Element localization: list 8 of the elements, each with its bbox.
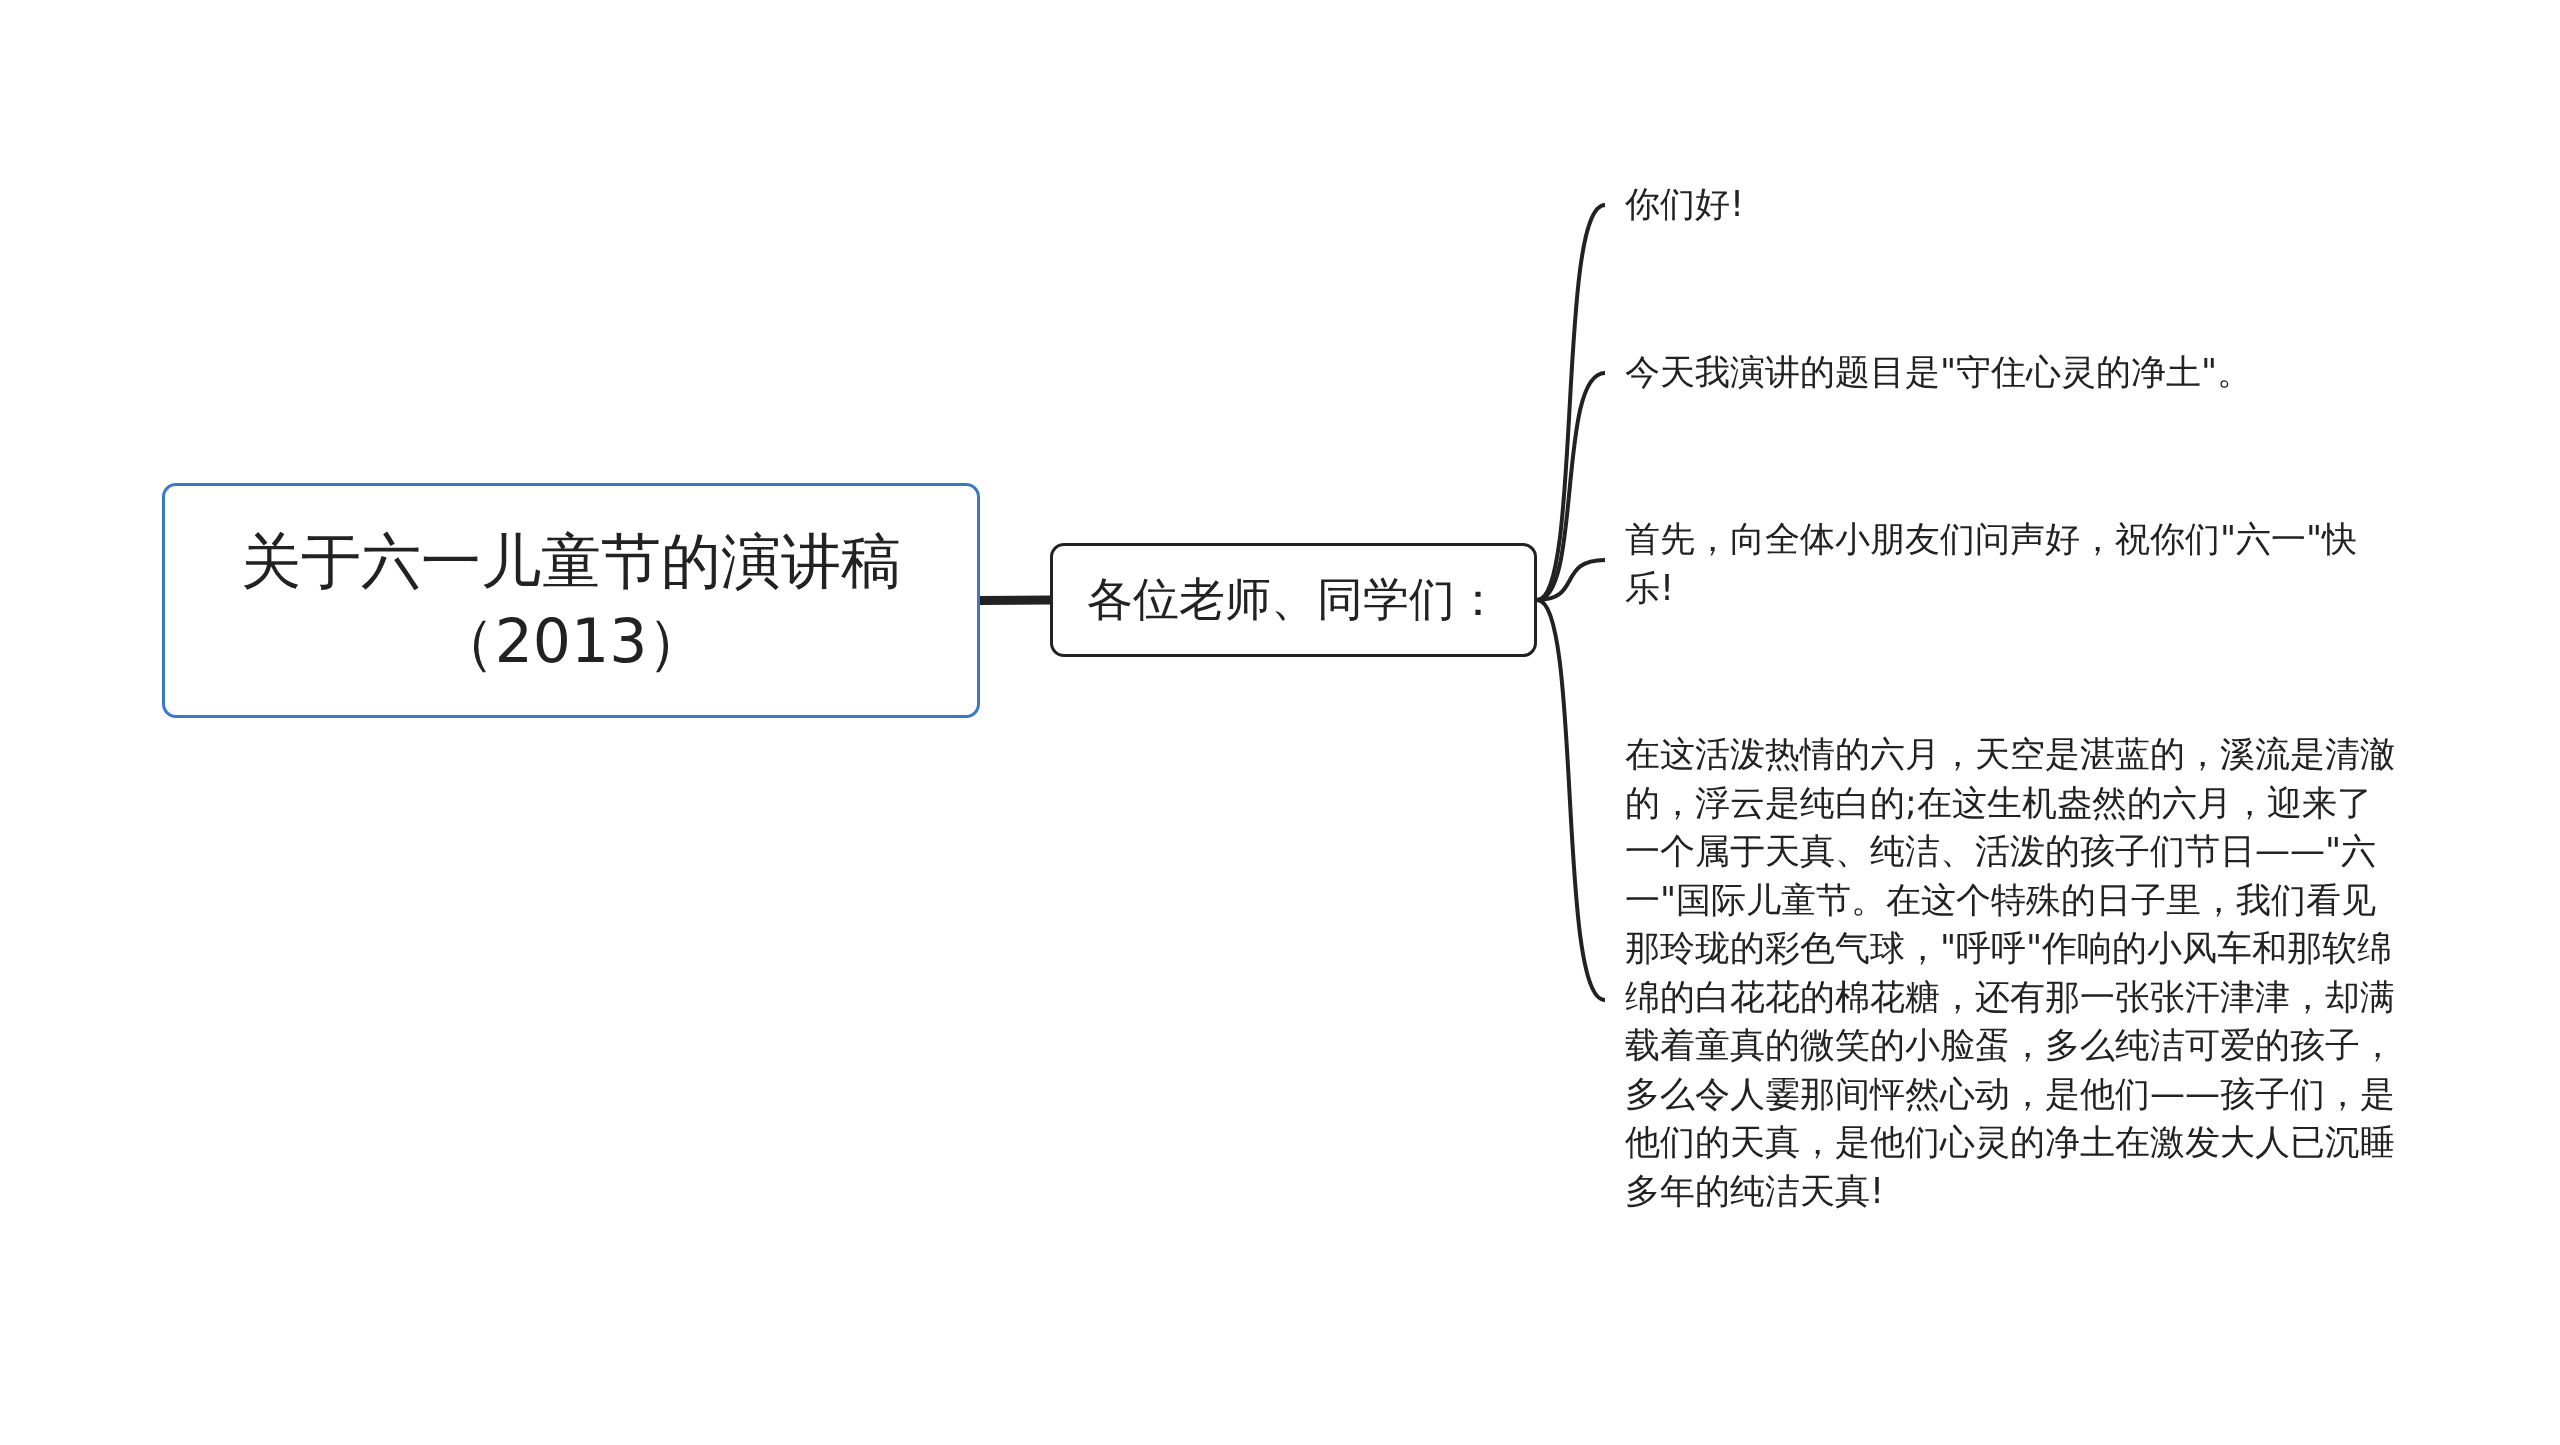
subtopic-box: 各位老师、同学们： <box>1050 543 1537 657</box>
leaf-text: 在这活泼热情的六月，天空是湛蓝的，溪流是清澈的，浮云是纯白的;在这生机盎然的六月，迎来了一个属于天真、纯洁、活泼的孩子们节日——"六一"国际儿童节。在这个特殊的日子里，我们看见那玲珑的彩色气球，"呼呼"作响的小风车和那软绵绵的白花花的棉花糖，还有那一张张汗津津，却满载着童真的微笑的小脸蛋，多么纯洁可爱的孩子，多么令人霎那间怦然心动，是他们——孩子们，是他们的天真，是他们心灵的净土在激发大人已沉睡多年的纯洁天真! <box>1605 730 2405 1215</box>
leaf-text: 你们好! <box>1605 180 2405 229</box>
leaf-text: 首先，向全体小朋友们问声好，祝你们"六一"快乐! <box>1605 515 2405 612</box>
connector-line <box>979 595 1051 605</box>
connector-line <box>1535 598 1607 1002</box>
leaf-text: 今天我演讲的题目是"守住心灵的净土"。 <box>1605 348 2405 397</box>
topic-box: 关于六一儿童节的演讲稿（2013） <box>162 483 980 718</box>
